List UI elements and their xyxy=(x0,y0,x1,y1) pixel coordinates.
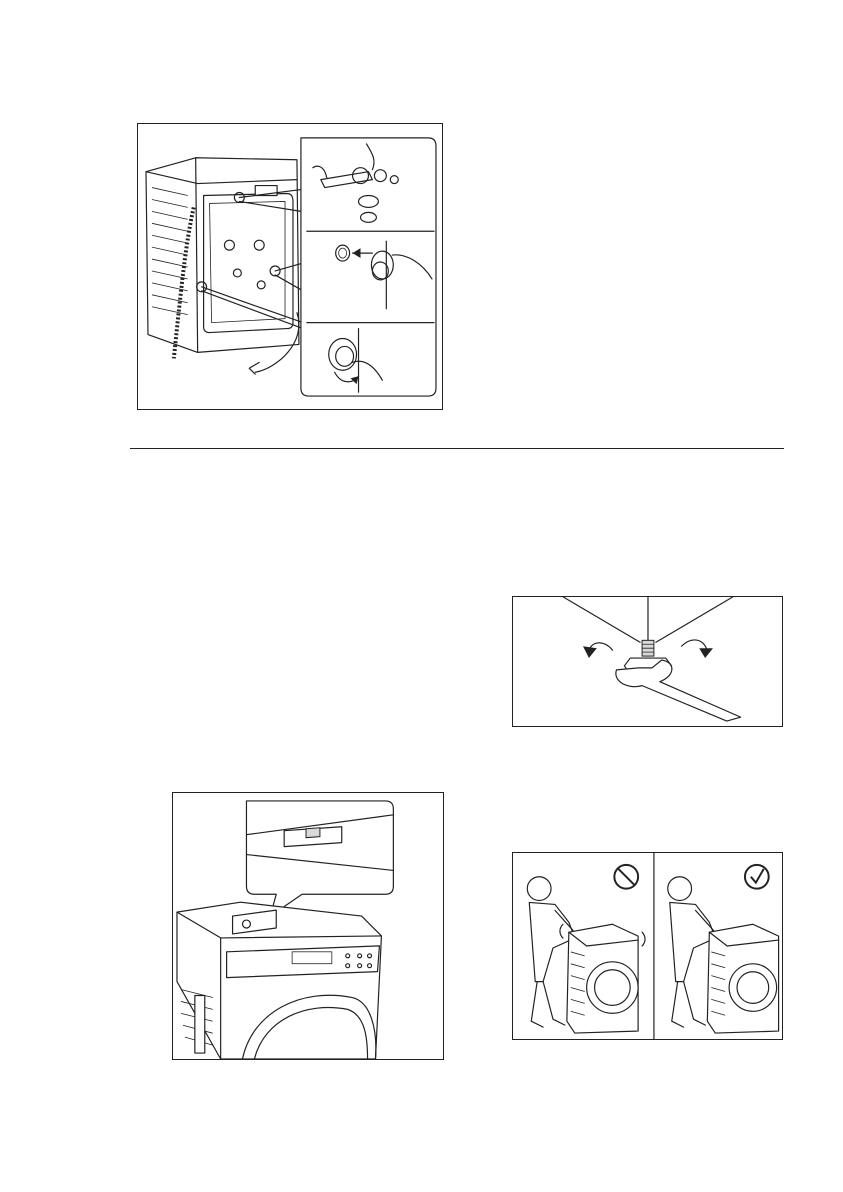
washer-rear-illustration xyxy=(138,124,442,409)
section-divider xyxy=(130,448,784,449)
spirit-level-on-washer-illustration xyxy=(173,793,443,1059)
wrench-adjust-foot-illustration xyxy=(513,597,782,726)
check-icon xyxy=(745,865,769,889)
stability-check-figure xyxy=(512,852,783,1040)
adjust-feet-figure xyxy=(512,596,783,727)
level-check-figure xyxy=(172,792,444,1060)
stability-check-illustration xyxy=(513,853,782,1039)
transport-bolts-figure xyxy=(137,123,443,410)
prohibited-icon xyxy=(614,865,638,889)
